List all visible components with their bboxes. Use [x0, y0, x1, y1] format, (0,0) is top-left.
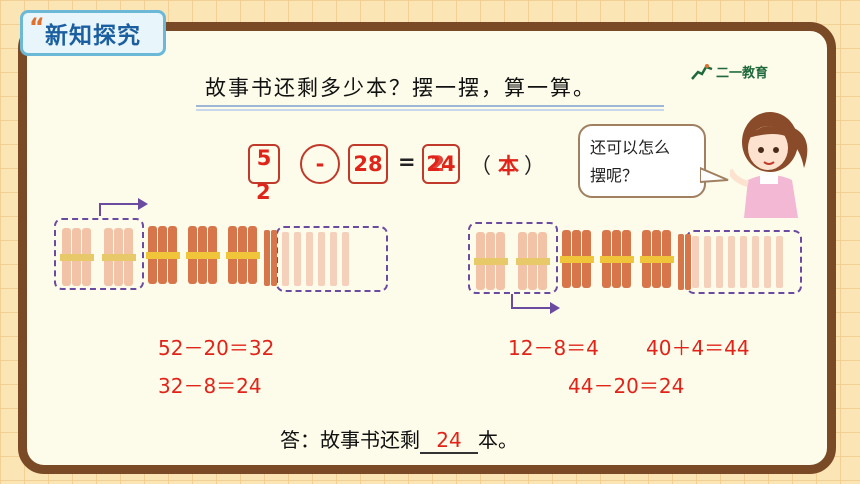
bubble-tail: [700, 166, 729, 184]
result-overlap-digit: 2: [430, 152, 445, 176]
question-text: 故事书还剩多少本？摆一摆，算一算。: [205, 76, 596, 100]
runner-icon: [691, 63, 713, 80]
pale-bundle-1: [60, 228, 94, 286]
section-title: 新知探究: [45, 23, 141, 49]
right-calc-line-1b: 40＋4＝44: [646, 336, 750, 360]
unit-label: 本: [498, 154, 519, 178]
pale-loose-sticks: [692, 236, 783, 288]
paren-close: ）: [524, 154, 545, 178]
subtrahend-value: 28: [353, 152, 383, 176]
dark-loose-sticks: [678, 234, 691, 290]
girl-teacher-illustration: [730, 112, 808, 218]
regroup-bundles-dashbox-right: [468, 222, 558, 294]
pale-bundle-1: [474, 232, 508, 290]
arrow-right-lower-icon: [511, 294, 560, 314]
paren-open: （: [470, 154, 491, 178]
arrow-right-icon: [99, 198, 148, 216]
minuend-box: 5: [248, 144, 280, 184]
dark-bundle-3: [640, 230, 674, 288]
dark-bundle-1: [146, 226, 180, 284]
dark-bundle-1: [560, 230, 594, 288]
pale-loose-sticks: [282, 232, 349, 286]
equals-sign: =: [398, 150, 416, 174]
right-calc-line-2: 44－20＝24: [568, 374, 685, 398]
logo-text: 二一教育: [716, 66, 769, 81]
minuend-ones-digit: 2: [256, 180, 271, 204]
answer-suffix: 本。: [478, 428, 518, 452]
brand-logo: 二一教育: [690, 62, 768, 81]
speech-bubble: 还可以怎么 摆呢？: [578, 124, 706, 198]
dark-bundle-3: [226, 226, 260, 284]
dark-loose-sticks: [264, 230, 277, 286]
minuend-tens-digit: 5: [256, 146, 272, 170]
section-title-tag: “ 新知探究: [20, 10, 166, 56]
pale-bundle-2: [102, 228, 136, 286]
quote-mark-icon: “: [29, 13, 46, 41]
sticks-group-right: [474, 230, 783, 290]
left-calc-line-2: 32－8＝24: [158, 374, 262, 398]
subtrahend-box: 28: [348, 144, 388, 184]
dark-bundle-2: [600, 230, 634, 288]
dark-bundle-2: [186, 226, 220, 284]
bubble-line-1: 还可以怎么: [590, 138, 671, 157]
sticks-group-left: [60, 226, 349, 286]
left-calc-line-1: 52－20＝32: [158, 336, 275, 360]
bubble-line-2: 摆呢？: [590, 166, 639, 185]
right-calc-line-1a: 12－8＝4: [508, 336, 599, 360]
answer-prefix: 答：故事书还剩: [280, 428, 420, 452]
result-box: 24 2: [422, 144, 460, 184]
pale-bundle-2: [516, 232, 550, 290]
result-value: 24: [426, 152, 456, 176]
minus-circle: -: [300, 144, 340, 184]
minus-sign: -: [315, 152, 325, 176]
answer-blank-value: 24: [420, 428, 478, 454]
regroup-bundles-dashbox-left: [54, 218, 144, 290]
question-underline: [196, 105, 664, 111]
